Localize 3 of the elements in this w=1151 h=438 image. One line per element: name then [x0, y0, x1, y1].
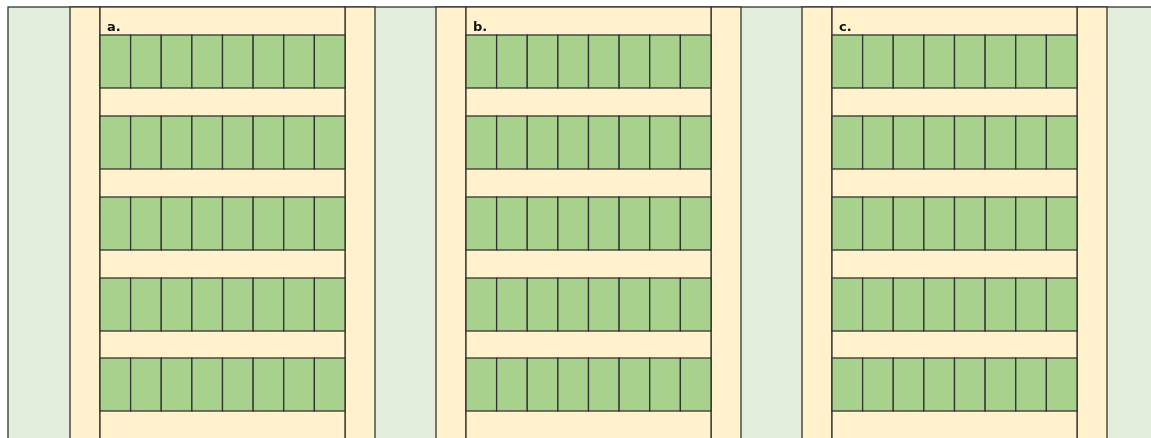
panel-label: a. — [107, 20, 121, 34]
panel-label: b. — [473, 20, 488, 34]
panel-label: c. — [839, 20, 852, 34]
